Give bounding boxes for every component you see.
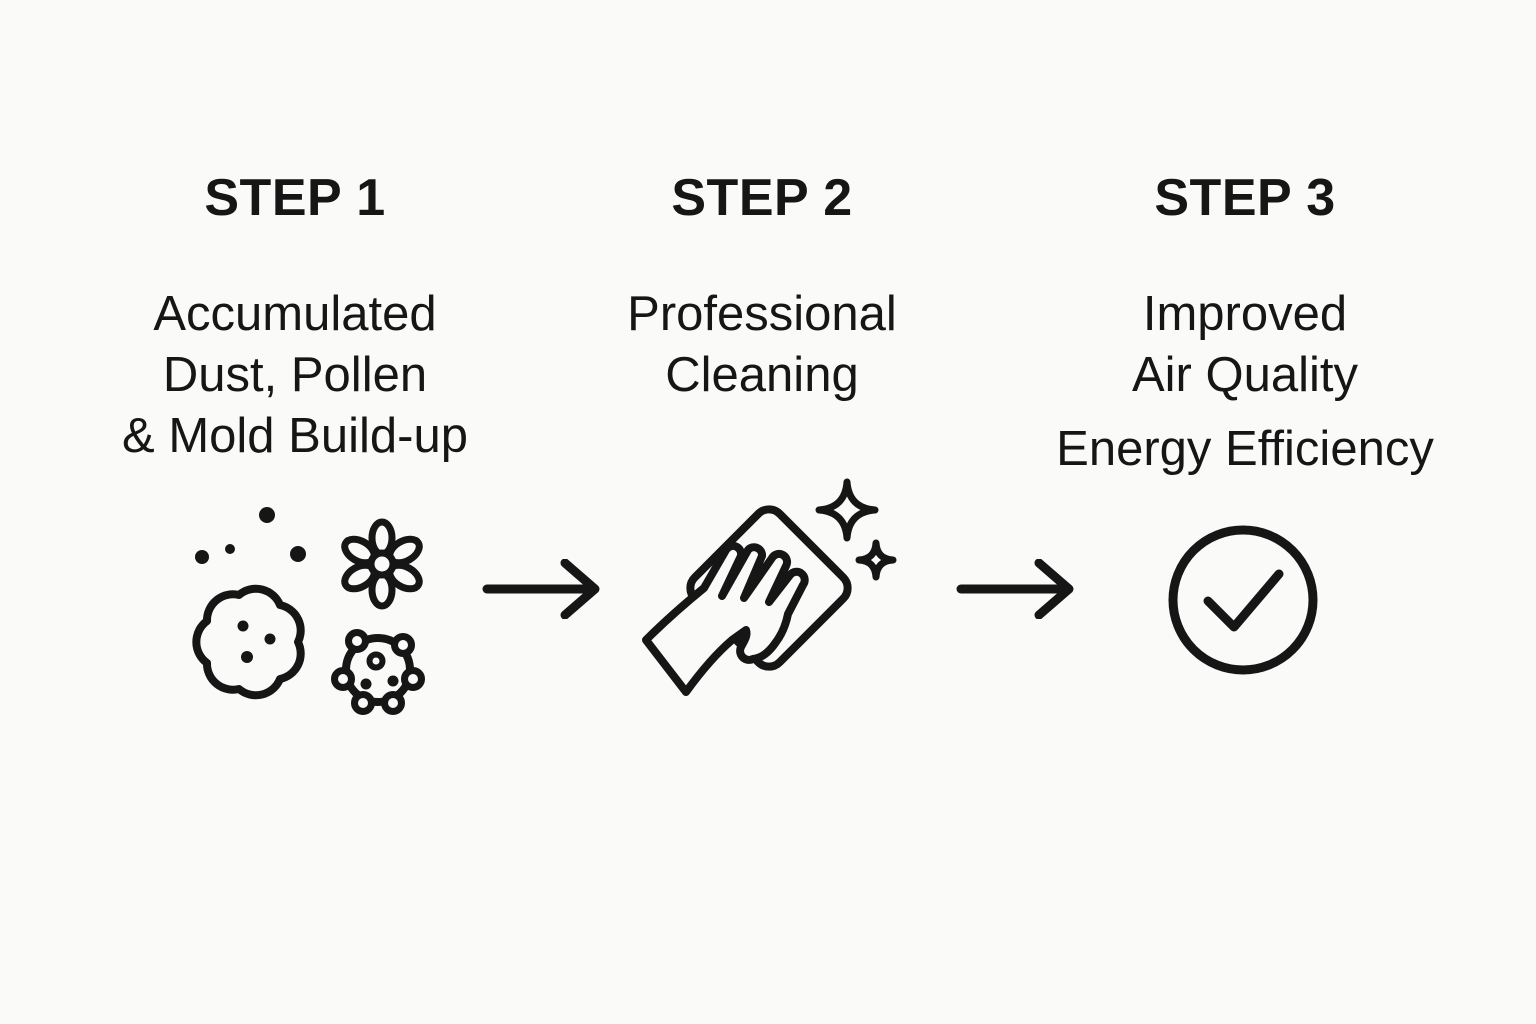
step-2-description: Professional Cleaning	[552, 284, 972, 406]
step-1-line-3: & Mold Build-up	[122, 409, 468, 463]
step-3-line-3: Energy Efficiency	[1056, 422, 1434, 476]
step-2: STEP 2 Professional Cleaning	[552, 170, 972, 406]
step-3-line-1: Improved	[1142, 287, 1348, 341]
step-3-description: Improved Air Quality Energy Efficiency	[1035, 284, 1455, 480]
step-1-description: Accumulated Dust, Pollen & Mold Build-up	[85, 284, 505, 467]
check-circle-icon	[1163, 520, 1323, 680]
step-1-line-1: Accumulated	[153, 287, 437, 341]
step-1-title: STEP 1	[204, 169, 386, 227]
dust-pollen-mold-icon	[180, 497, 440, 732]
right-arrow-icon	[482, 559, 612, 619]
cleaning-hand-sparkles-icon	[630, 462, 930, 722]
right-arrow-icon	[956, 559, 1086, 619]
step-1: STEP 1 Accumulated Dust, Pollen & Mold B…	[85, 170, 505, 467]
step-1-line-2: Dust, Pollen	[162, 348, 428, 402]
step-2-line-1: Professional	[627, 287, 897, 341]
step-3: STEP 3 Improved Air Quality Energy Effic…	[1035, 170, 1455, 480]
step-3-title: STEP 3	[1154, 169, 1336, 227]
step-2-line-2: Cleaning	[665, 348, 859, 402]
step-2-title: STEP 2	[671, 169, 853, 227]
step-3-line-2: Air Quality	[1131, 348, 1358, 402]
